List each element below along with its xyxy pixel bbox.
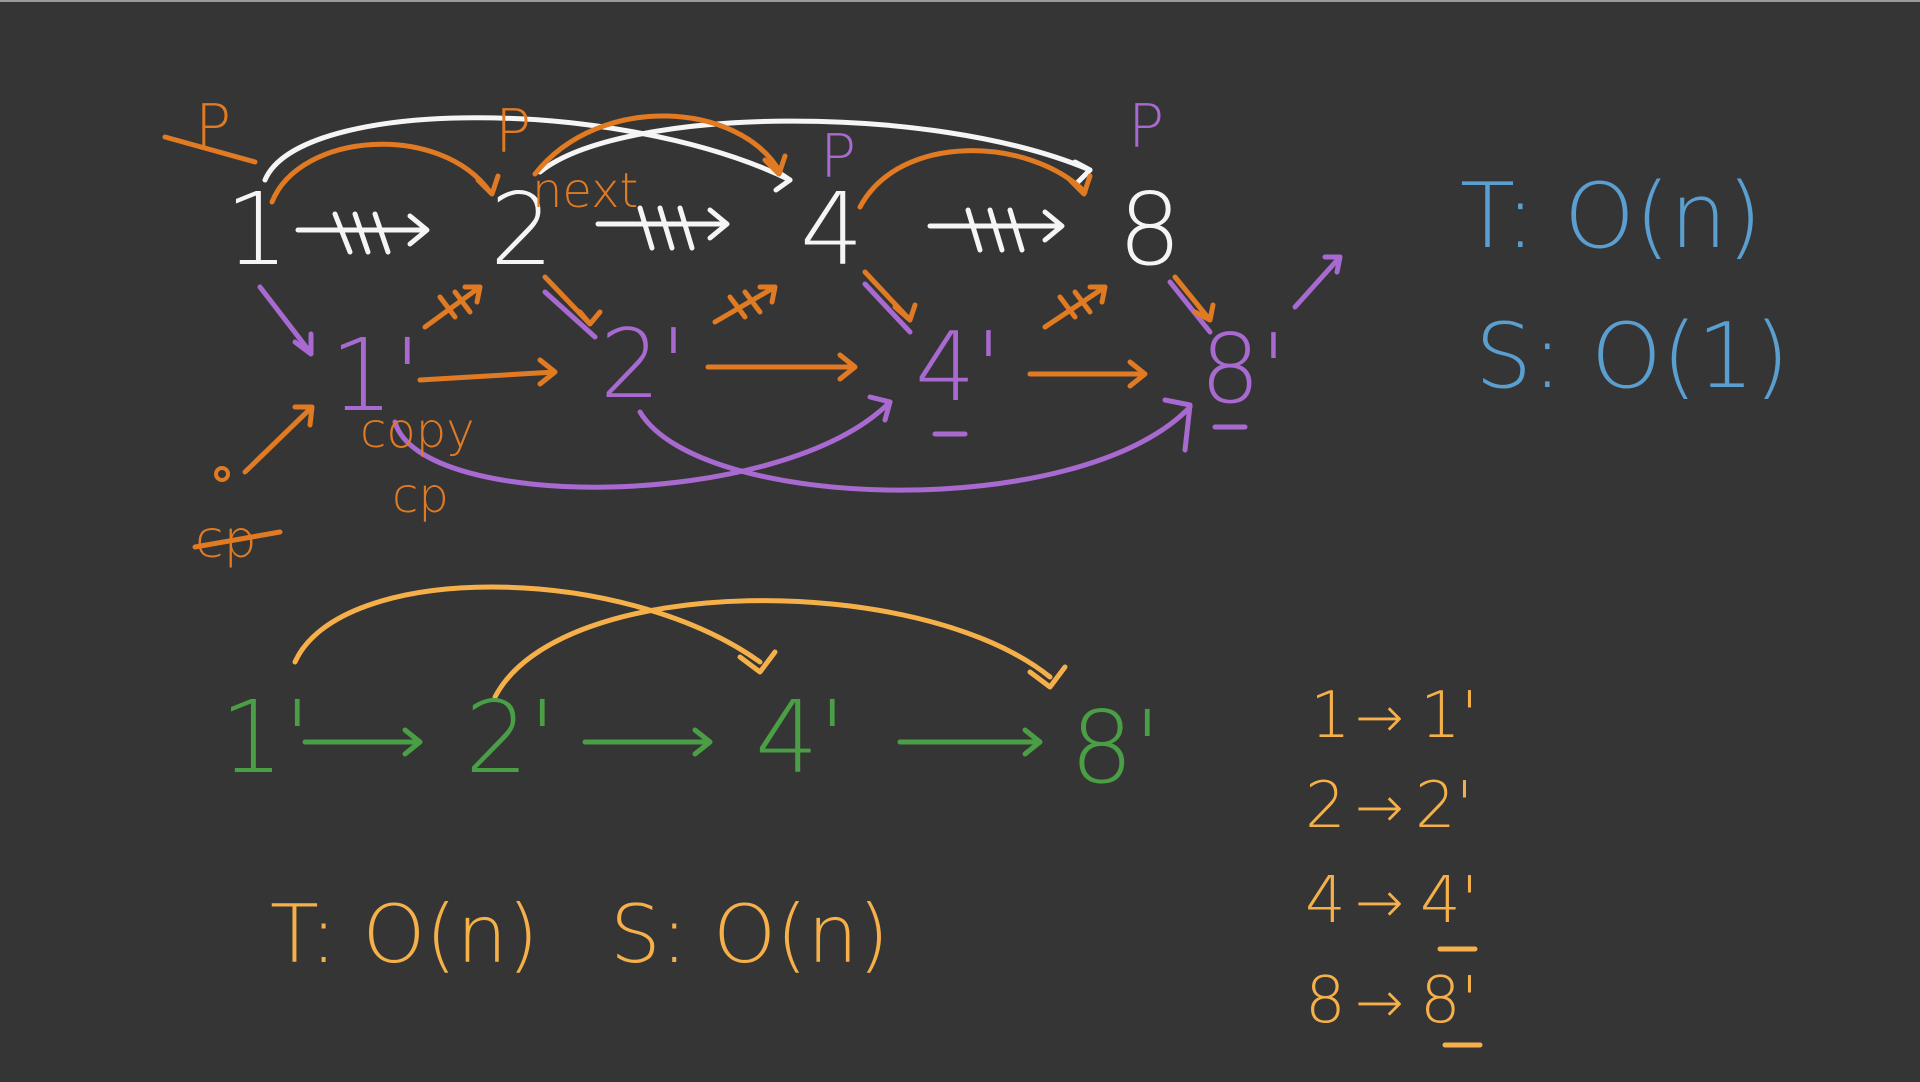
orange-arc-head-2 [762,153,788,177]
white-arc-head [1072,159,1093,185]
node-2: 2 [490,171,554,288]
purple-arrow-2-to-copy [542,289,598,340]
result-node-4: 4' [755,679,846,796]
purple-arrow-4-to-copy [862,281,913,335]
purple-arc-2-to-8 [637,404,1193,493]
crossed-arrows [422,254,1343,330]
cp-origin-dot [214,466,230,482]
purple-arc-head-1 [867,394,893,423]
orange-arc-p-move-3 [857,148,1088,210]
result-next-2-4 [582,727,713,757]
pointer-label-p4: P [1128,92,1164,162]
white-arc-2-to-8 [537,118,1093,175]
mapping-to-2: 2' [1415,769,1473,843]
result-node-8: 8' [1070,689,1161,806]
mapping-from-2: 2 [1305,769,1346,843]
result-space-complexity: S: O(n) [610,888,889,981]
orange-arc-p-move-2 [532,113,783,177]
purple-arc-head-2 [1162,397,1193,453]
cp-strike [192,529,283,550]
mapping-from-4: 8 [1305,964,1346,1038]
result-node-2: 2' [465,679,556,796]
yellow-arc-head-1 [737,649,778,675]
copy-next-2-4 [705,352,858,382]
mapping-list: 1 → 1' 2 → 2' 4 → 4' 8 → 8' [1305,679,1483,1048]
purple-arrow-8-to-copy [1167,279,1213,335]
yellow-arc-2-to-8 [492,598,1053,700]
result-node-1: 1' [220,679,311,796]
node-8: 8 [1118,171,1182,288]
result-time-complexity: T: O(n) [270,888,539,981]
copy-next-1-2 [417,357,558,387]
purple-arrow-1-to-copy [257,284,313,355]
right-time-complexity: T: O(n) [1460,164,1762,269]
mapping-to-3: 4' [1420,864,1478,938]
next-label: next [532,163,638,219]
right-space-complexity: S: O(1) [1475,304,1789,409]
purple-head-1 [292,331,314,357]
copy-node-4: 4' [915,313,1002,423]
mapping-from-3: 4 [1305,864,1346,938]
copy-next-4-8 [1027,359,1148,389]
mapping-to-4: 8' [1420,964,1478,1038]
orange-arc-p-move-1 [269,141,493,205]
orange-arc-head-3 [1067,173,1093,197]
copy-label: copy [360,403,475,459]
purple-arc-1-to-4 [392,399,893,490]
next-arrow-4-8 [927,207,1065,253]
pointer-p1-strike [162,134,258,165]
pointer-label-p3: P [820,122,856,192]
copy-node-1: 1' [330,317,421,434]
yellow-arc-1-to-4 [292,584,763,665]
result-next-1-2 [302,727,423,757]
next-arrow-2-4 [595,205,730,251]
result-next-4-8 [897,727,1043,757]
mapping-from-1: 1 [1310,679,1351,753]
node-4: 4 [800,171,864,288]
pointer-label-p2: P [495,97,531,167]
mapping-arrow-1: → [1355,683,1404,751]
yellow-arc-head-2 [1027,664,1068,690]
cp-label-2: cp [392,468,449,524]
mapping-arrow-3: → [1355,868,1404,936]
mapping-arrow-4: → [1355,968,1404,1036]
mapping-to-1: 1' [1420,679,1478,753]
copy-node-2: 2' [600,310,687,420]
next-arrow-1-2 [295,211,430,255]
orange-arc-head-1 [475,173,501,197]
cp-arrow [242,404,315,475]
mapping-arrow-2: → [1355,773,1404,841]
copy-node-8: 8' [1200,315,1287,425]
white-arc-1-to-4 [262,115,793,183]
